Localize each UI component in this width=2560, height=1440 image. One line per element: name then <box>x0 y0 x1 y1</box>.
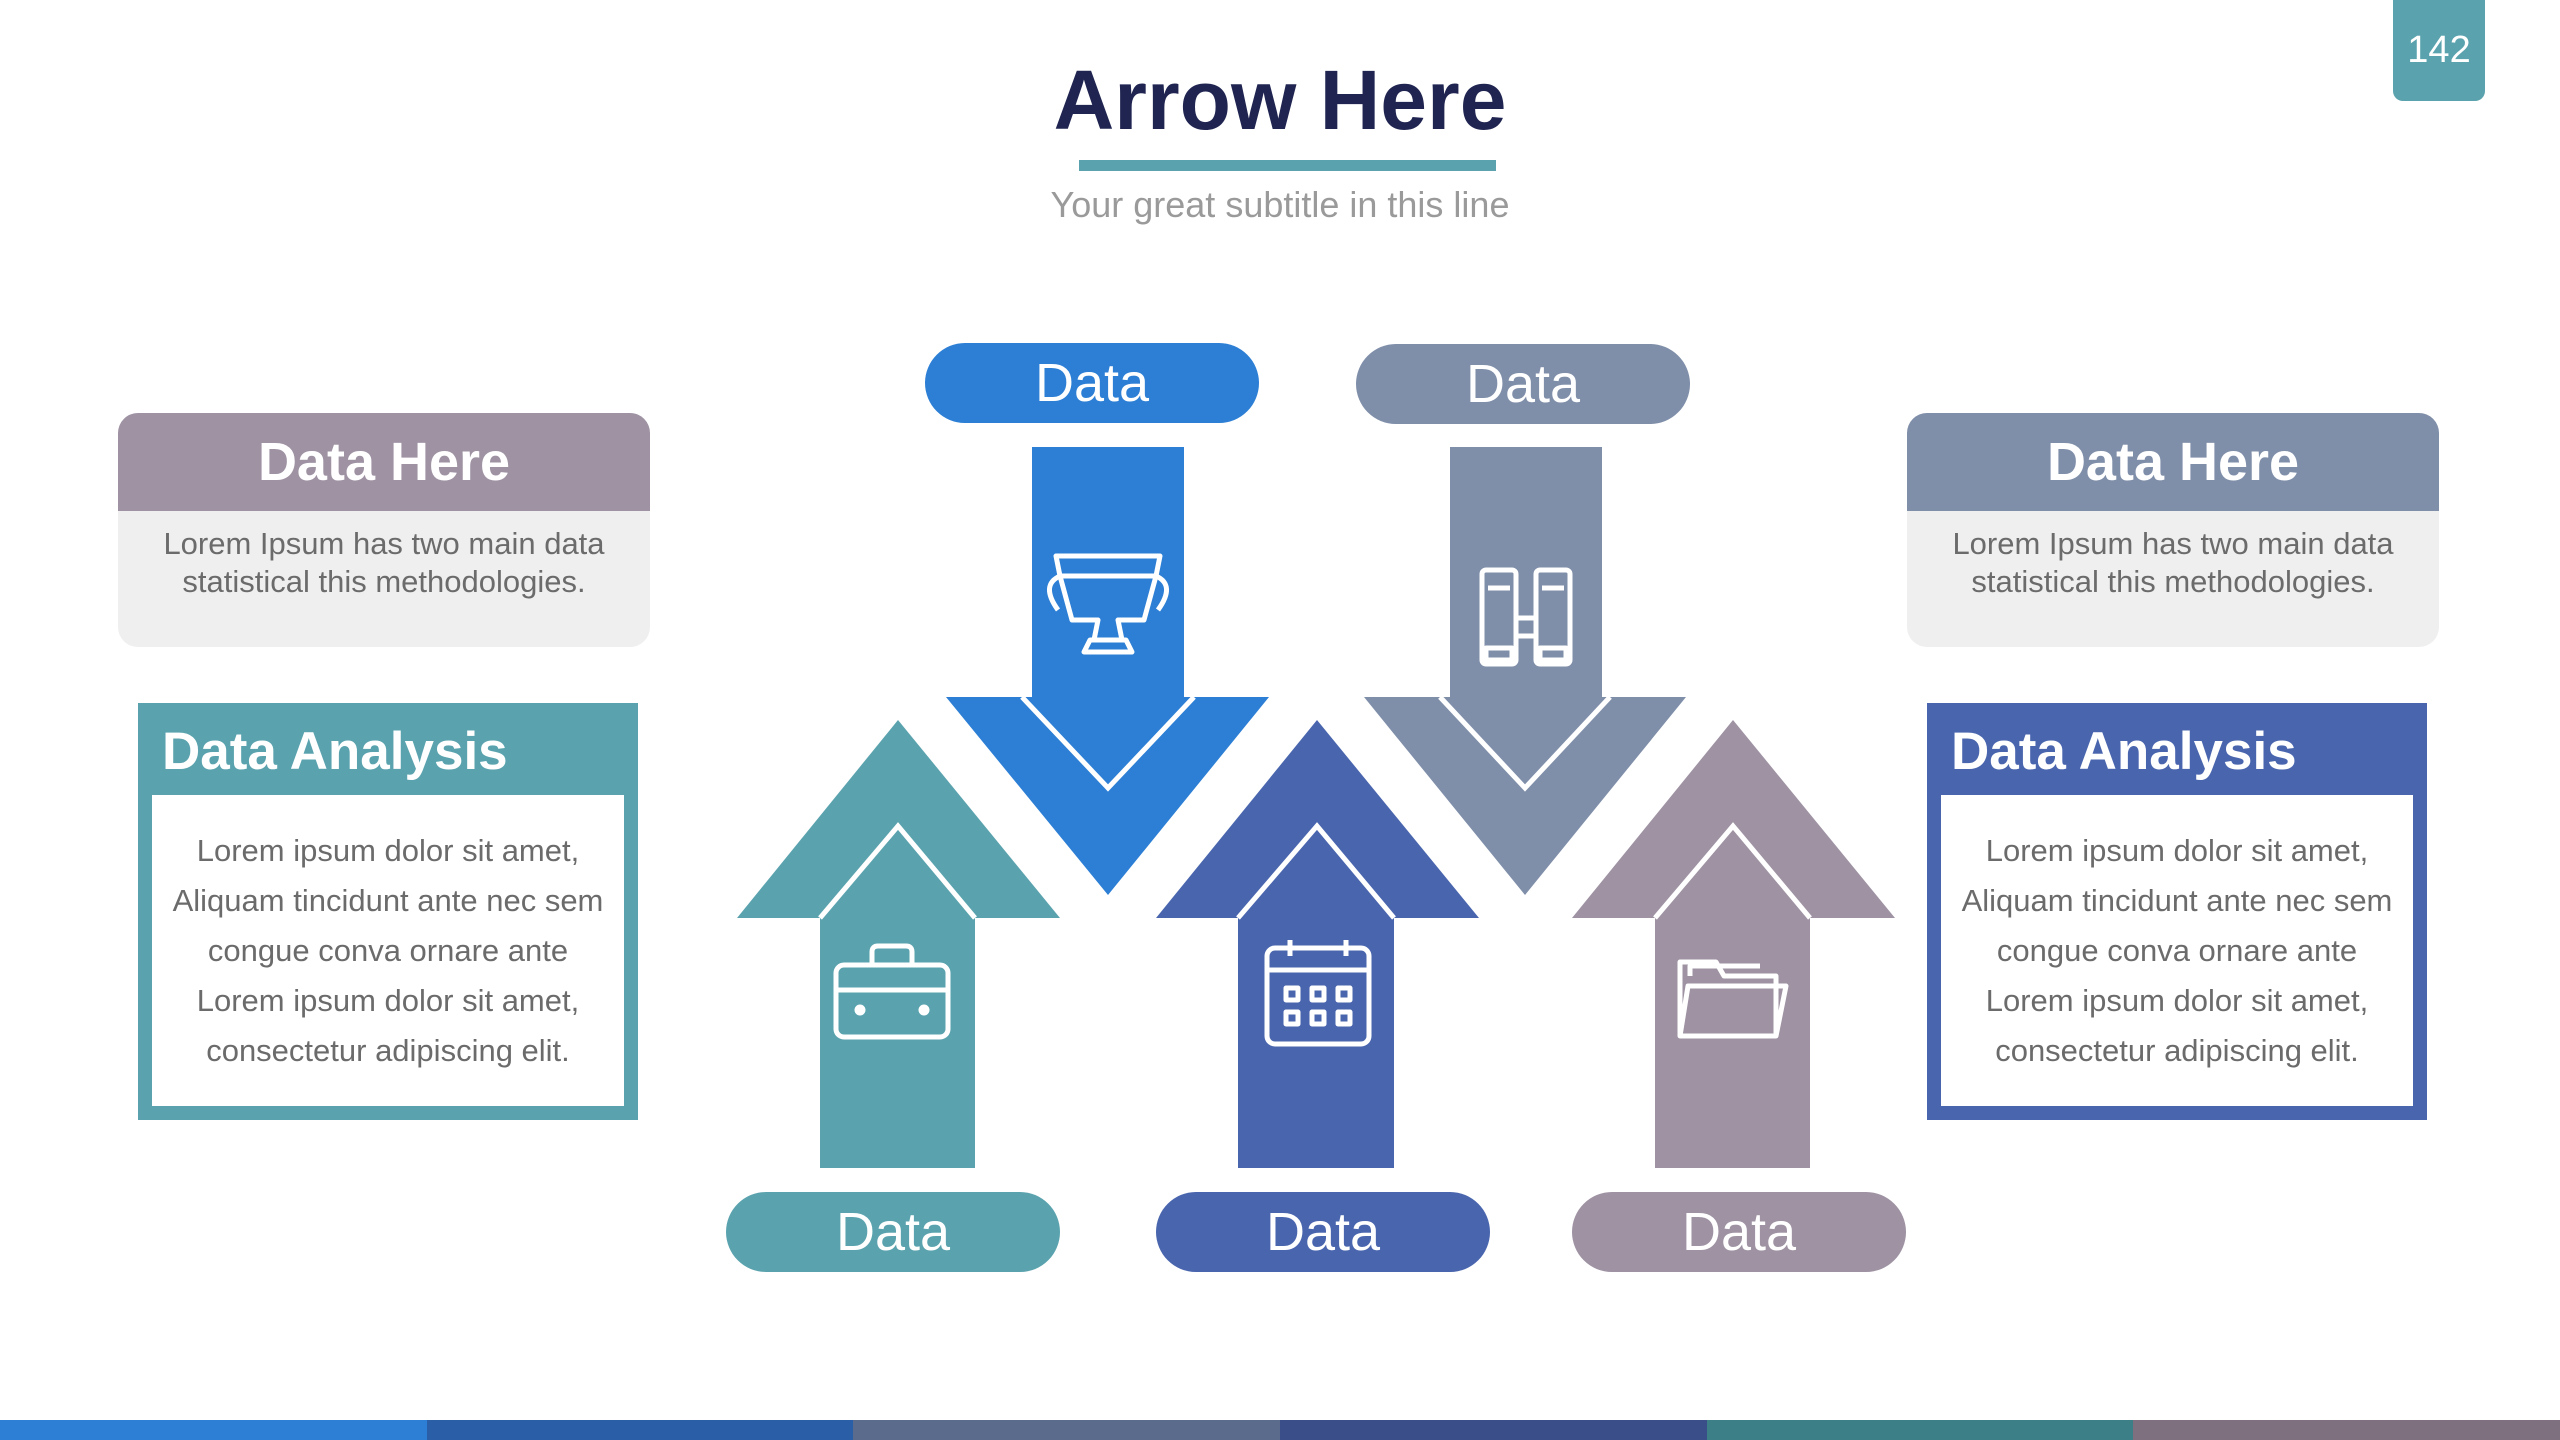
page-number-badge: 142 <box>2393 0 2485 101</box>
bottom-color-bar <box>0 1420 2560 1440</box>
binoculars-icon <box>1479 567 1573 667</box>
right-analysis-text: Lorem ipsum dolor sit amet, Aliquam tinc… <box>1941 795 2413 1106</box>
bottom-bar-segment-2 <box>426 1420 854 1440</box>
right-data-card: Data Here Lorem Ipsum has two main data … <box>1907 413 2439 647</box>
bottom-bar-segment-1 <box>0 1420 427 1440</box>
page-subtitle: Your great subtitle in this line <box>1050 184 1510 225</box>
bottom-bar-segment-4 <box>1280 1420 1707 1440</box>
right-data-card-heading: Data Here <box>1907 413 2439 511</box>
trophy-icon <box>1047 553 1169 655</box>
pill-bottom-3: Data <box>1572 1192 1906 1272</box>
up-arrow-1 <box>737 720 1060 1168</box>
pill-label: Data <box>1465 354 1581 414</box>
left-data-card: Data Here Lorem Ipsum has two main data … <box>118 413 650 647</box>
left-analysis-card: Data Analysis Lorem ipsum dolor sit amet… <box>138 703 638 1120</box>
up-arrow-3 <box>1572 720 1895 1168</box>
left-data-card-heading: Data Here <box>118 413 650 511</box>
page-title: Arrow Here <box>1053 53 1507 147</box>
up-arrow-2 <box>1156 720 1479 1168</box>
pill-label: Data <box>1681 1202 1797 1262</box>
pill-bottom-2: Data <box>1156 1192 1490 1272</box>
bottom-bar-segment-3 <box>853 1420 1281 1440</box>
down-arrow-1 <box>946 447 1269 895</box>
pill-bottom-1: Data <box>726 1192 1060 1272</box>
right-analysis-heading: Data Analysis <box>1951 722 2297 781</box>
briefcase-icon <box>833 943 951 1040</box>
page-number: 142 <box>2407 29 2471 71</box>
pill-top-1: Data <box>925 343 1259 423</box>
bottom-bar-segment-5 <box>1706 1420 2134 1440</box>
folder-icon <box>1677 959 1789 1039</box>
pill-label: Data <box>835 1202 951 1262</box>
pill-top-2: Data <box>1356 344 1690 424</box>
down-arrow-2 <box>1364 447 1686 895</box>
bottom-bar-segment-6 <box>2133 1420 2560 1440</box>
left-data-card-text: Lorem Ipsum has two main data statistica… <box>163 526 605 599</box>
title-underline <box>1079 160 1496 171</box>
right-analysis-card: Data Analysis Lorem ipsum dolor sit amet… <box>1927 703 2427 1120</box>
pill-label: Data <box>1034 353 1150 413</box>
left-analysis-text: Lorem ipsum dolor sit amet, Aliquam tinc… <box>152 795 624 1106</box>
calendar-icon <box>1264 940 1372 1047</box>
right-data-card-text: Lorem Ipsum has two main data statistica… <box>1952 526 2394 599</box>
pill-label: Data <box>1265 1202 1381 1262</box>
left-analysis-heading: Data Analysis <box>162 722 508 781</box>
